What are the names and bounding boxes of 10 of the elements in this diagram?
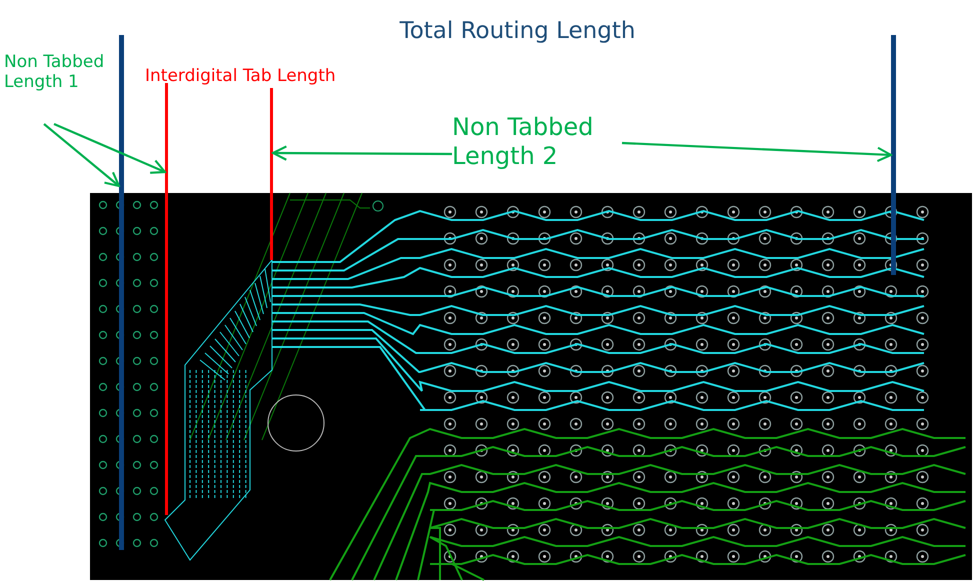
arrow (43, 123, 120, 188)
arrow (622, 142, 892, 162)
annotation-text: Non Tabbed Length 2 (452, 113, 594, 171)
arrow (54, 123, 166, 174)
title: Total Routing Length (398, 18, 636, 46)
annotation-text: Interdigital Tab Length (145, 66, 336, 86)
annotation-text: Non Tabbed Length 1 (4, 52, 106, 93)
marker-line (165, 83, 168, 515)
marker-line (270, 88, 273, 260)
arrow (272, 145, 452, 161)
